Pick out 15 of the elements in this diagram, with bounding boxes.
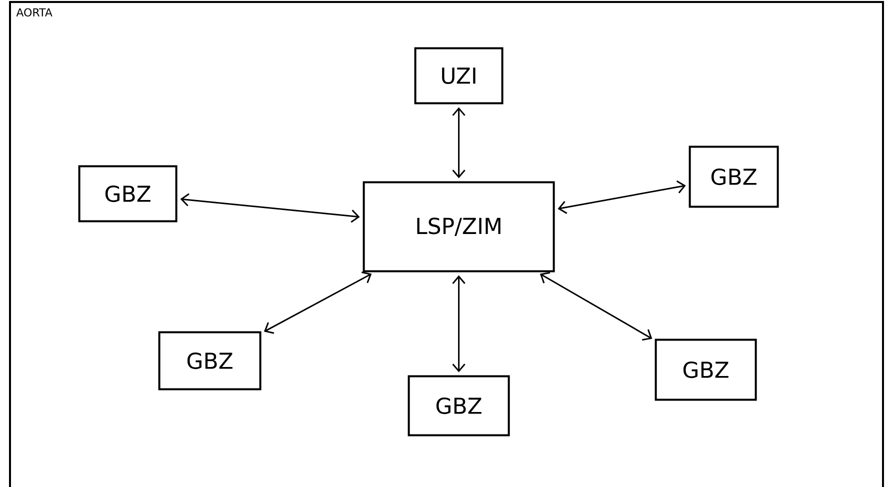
frame-box [9,1,884,487]
process-box: GBZ [158,331,262,390]
arrow [452,275,466,372]
process-box: GBZ [78,165,178,222]
arrow [558,180,686,214]
frame-label: AORTA [16,8,52,17]
process-box: UZI [414,47,504,104]
arrow [180,193,360,223]
process-box: GBZ [408,375,510,436]
arrow [540,272,652,341]
process-box: LSP/ZIM [362,181,555,272]
process-box: GBZ [688,146,779,208]
arrow [452,107,466,178]
arrow [264,272,372,334]
process-box: GBZ [654,338,757,401]
